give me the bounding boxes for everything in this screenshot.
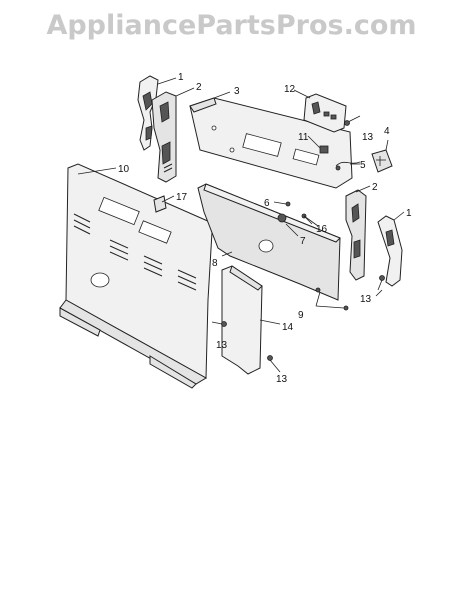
part-5-wire-harness[interactable] bbox=[335, 161, 361, 171]
part-17-clip[interactable] bbox=[153, 195, 167, 213]
callout-labels: 1 2 3 12 11 13 4 5 2 1 10 17 6 16 7 8 9 … bbox=[118, 72, 412, 385]
part-13-screw-top[interactable] bbox=[344, 115, 361, 126]
part-2-left-bracket[interactable] bbox=[151, 91, 177, 183]
part-11-switch[interactable] bbox=[319, 145, 329, 154]
part-12-display-module[interactable] bbox=[303, 93, 347, 133]
part-4-terminal-block[interactable] bbox=[371, 149, 393, 173]
callout-2-right: 2 bbox=[372, 182, 378, 193]
callout-8: 8 bbox=[212, 258, 218, 269]
callout-3: 3 bbox=[234, 86, 240, 97]
callout-5: 5 bbox=[360, 160, 366, 171]
part-9-screws[interactable] bbox=[315, 287, 349, 311]
callout-13-right: 13 bbox=[360, 294, 372, 305]
callout-17: 17 bbox=[176, 192, 188, 203]
part-16-bracket[interactable] bbox=[301, 213, 313, 225]
callout-13-lower-left: 13 bbox=[216, 340, 228, 351]
callout-11: 11 bbox=[298, 132, 309, 143]
callout-14: 14 bbox=[282, 322, 294, 333]
callout-4: 4 bbox=[384, 126, 390, 137]
part-6-screw[interactable] bbox=[285, 201, 291, 207]
callout-13-lower-right: 13 bbox=[276, 374, 288, 385]
part-13-screw-lower-right[interactable] bbox=[267, 355, 273, 361]
part-13-screw-lower-left[interactable] bbox=[211, 321, 227, 327]
part-13-screw-right[interactable] bbox=[377, 275, 385, 291]
callout-7: 7 bbox=[300, 236, 306, 247]
part-7-knob[interactable] bbox=[277, 213, 287, 223]
part-1-left-endcap[interactable] bbox=[137, 75, 159, 151]
part-1-right-endcap[interactable] bbox=[377, 215, 403, 287]
part-10-backguard-panel[interactable] bbox=[59, 163, 213, 389]
callout-10: 10 bbox=[118, 164, 130, 175]
leader-lines bbox=[77, 77, 405, 373]
callout-2-top: 2 bbox=[196, 82, 202, 93]
callout-6: 6 bbox=[264, 198, 270, 209]
watermark: AppliancePartsPros.com bbox=[46, 10, 417, 41]
callout-1-top: 1 bbox=[178, 72, 184, 83]
part-14-bracket[interactable] bbox=[221, 265, 263, 375]
callout-13-top: 13 bbox=[362, 132, 374, 143]
callout-12: 12 bbox=[284, 84, 296, 95]
part-2-right-bracket[interactable] bbox=[345, 189, 367, 281]
callout-1-right: 1 bbox=[406, 208, 412, 219]
callout-16: 16 bbox=[316, 224, 328, 235]
callout-9: 9 bbox=[298, 310, 304, 321]
part-8-rear-panel[interactable] bbox=[197, 183, 341, 301]
